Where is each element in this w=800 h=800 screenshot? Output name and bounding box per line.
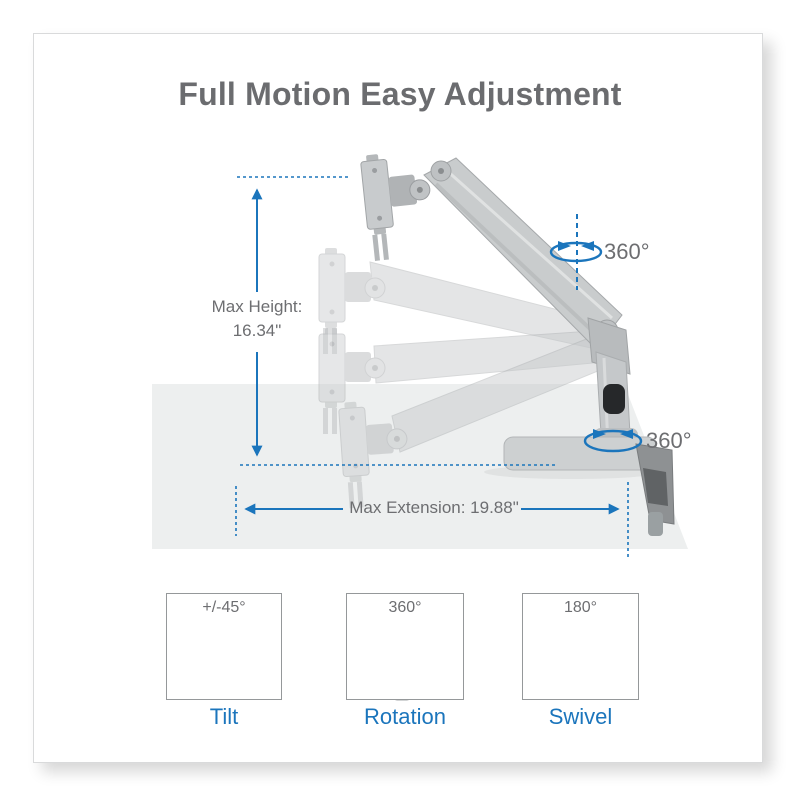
rotation-arrow-top-icon (549, 214, 603, 290)
feature-box-tilt (166, 593, 282, 700)
max-height-dimension (237, 176, 556, 466)
tilt-range: +/-45° (202, 599, 246, 616)
max-height-label: Max Height: 16.34" (182, 295, 332, 343)
feature-box-swivel (522, 593, 639, 700)
base-housing (503, 436, 657, 471)
vesa-plate-top (359, 148, 438, 262)
cable-hole (603, 384, 625, 414)
base-rotation-label: 360° (646, 428, 692, 453)
swivel-range: 180° (563, 599, 598, 616)
tilt-label: Tilt (209, 704, 239, 729)
max-height-value: 16.34" (232, 320, 282, 340)
swivel-label: Swivel (548, 704, 613, 729)
rotation-label: Rotation (364, 704, 446, 729)
max-height-text: Max Height: (211, 297, 303, 316)
page-title: Full Motion Easy Adjustment (178, 76, 622, 112)
feature-box-rotation (346, 593, 464, 700)
monitor-arm-main (359, 148, 675, 536)
arm-rotation-label: 360° (604, 239, 650, 264)
rotation-range: 360° (388, 599, 422, 616)
max-extension-label: Max Extension: 19.88" (349, 498, 519, 517)
rotation-arrow-base-icon (583, 429, 643, 453)
max-extension-dimension (235, 482, 629, 557)
desk-clamp (635, 443, 675, 536)
